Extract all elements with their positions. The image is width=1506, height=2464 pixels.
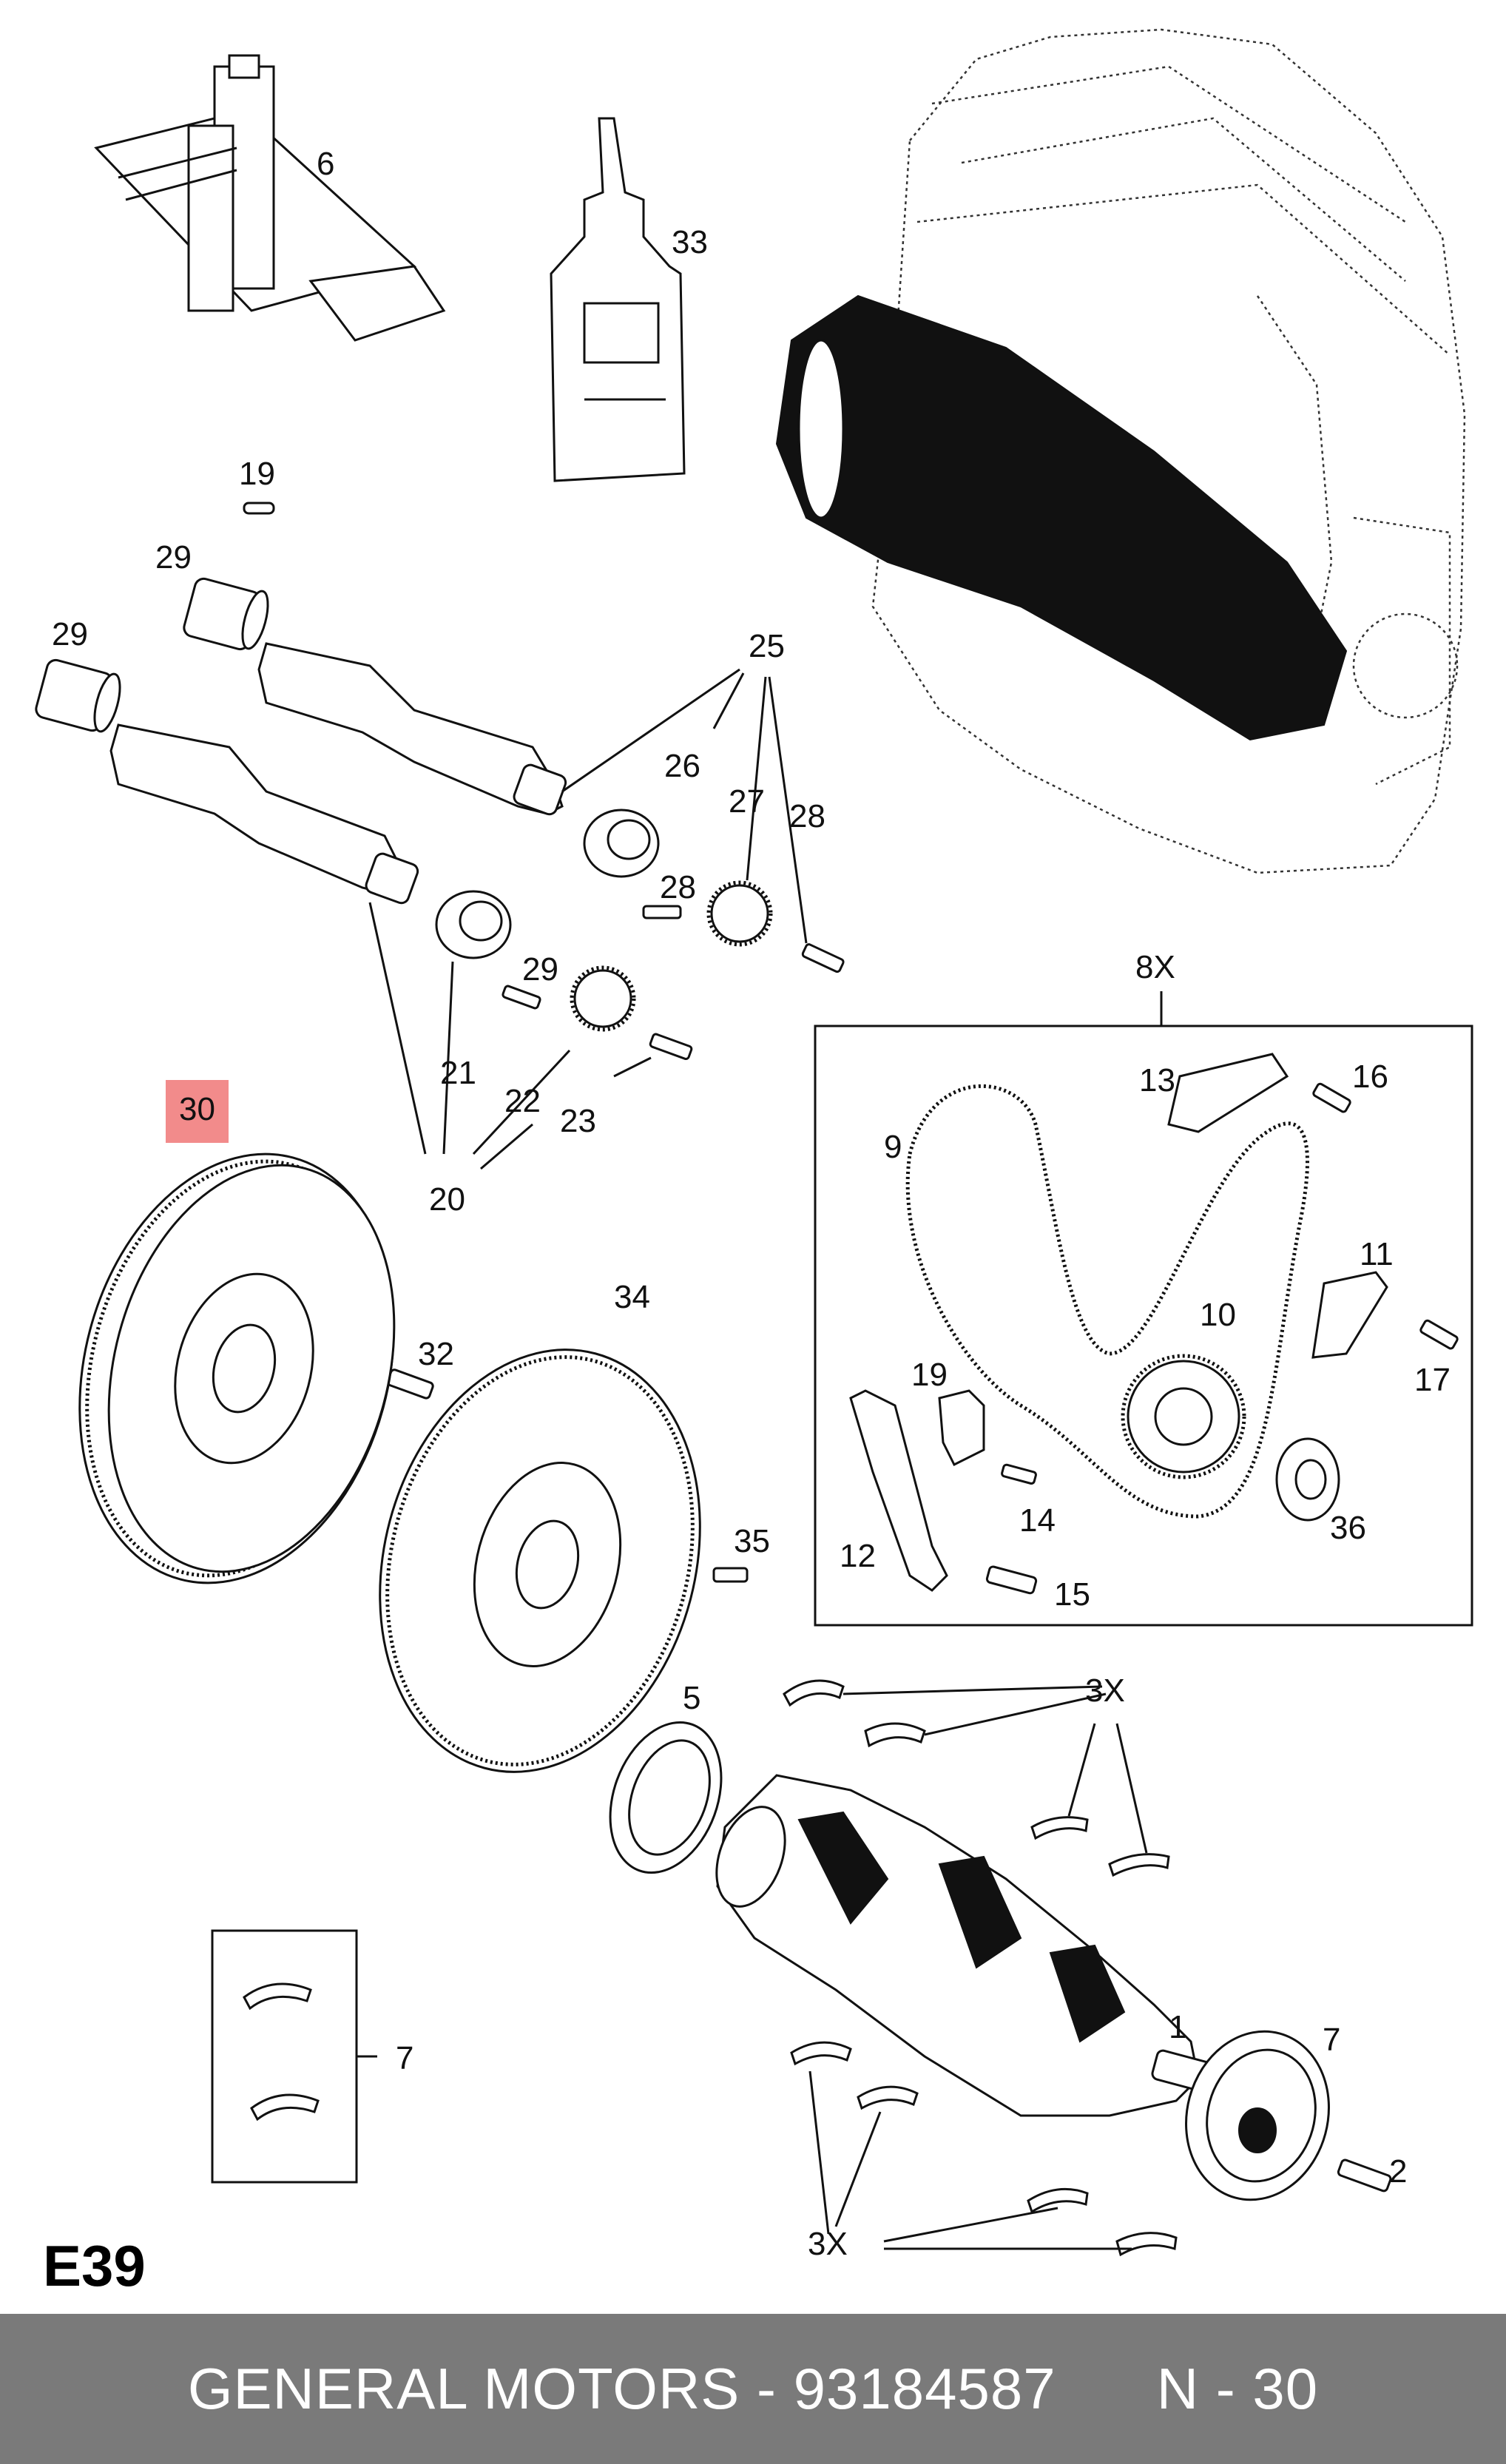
callout-3x: 3X	[808, 2226, 848, 2262]
callout-18: 19	[911, 1357, 948, 1393]
callout-33: 33	[672, 224, 708, 260]
callout-24: 25	[749, 628, 785, 664]
callout-34: 34	[614, 1279, 650, 1315]
callout-20: 20	[429, 1181, 465, 1218]
shaft-bearing-illustration	[435, 809, 660, 959]
footer-text: GENERAL MOTORS - 93184587 N - 30	[187, 2356, 1319, 2421]
callout-12: 13	[1139, 1062, 1175, 1098]
callout-30: 30	[179, 1091, 215, 1127]
bolt-illustration	[386, 905, 1459, 2193]
callout-labels: 6 33 19 29 29 25 26 27 28 28 29 21 22 23…	[43, 146, 1451, 2298]
timing-chain-kit-box	[814, 1025, 1473, 1627]
bushing-illustration	[35, 577, 269, 733]
callout-13: 12	[840, 1538, 876, 1574]
callout-9: 9	[884, 1129, 902, 1165]
callout-32: 32	[418, 1336, 454, 1372]
callout-28: 29	[522, 951, 558, 988]
callout-19: 19	[239, 456, 275, 492]
callout-14: 14	[1019, 1502, 1056, 1539]
crank-pulley-illustration	[1185, 2030, 1330, 2201]
balance-shaft-illustration	[109, 642, 567, 905]
callout-35: 35	[734, 1523, 770, 1559]
footer-banner: GENERAL MOTORS - 93184587 N - 30	[0, 2314, 1506, 2464]
engine-block-illustration	[775, 28, 1466, 874]
callout-22: 22	[504, 1083, 541, 1119]
callout-11: 11	[1360, 1236, 1394, 1272]
callout-7: 7	[1323, 2022, 1340, 2058]
highlighted-callout-box	[166, 1080, 229, 1143]
callout-21: 21	[440, 1055, 476, 1091]
bearing-shell-illustration	[211, 1679, 1178, 2257]
callout-5: 6	[317, 146, 334, 182]
callout-3x: 3X	[1085, 1673, 1125, 1709]
page-code: E39	[43, 2233, 146, 2298]
callout-6: 7	[396, 2040, 413, 2076]
callout-36: 36	[1330, 1510, 1366, 1546]
flexplate-illustration	[379, 1349, 701, 1773]
callout-8x: 8X	[1135, 949, 1175, 985]
callout-28: 28	[660, 869, 696, 905]
leader-lines	[357, 668, 1163, 2250]
sealant-kit-illustration	[94, 54, 446, 342]
pin-illustration	[243, 502, 275, 515]
callout-16: 16	[1352, 1059, 1388, 1095]
callout-25: 26	[664, 748, 700, 784]
callout-15: 15	[1054, 1576, 1090, 1613]
callout-29: 29	[52, 616, 88, 652]
crankshaft-illustration	[715, 1774, 1216, 2117]
callout-29: 29	[155, 539, 192, 576]
callout-23: 23	[560, 1103, 596, 1139]
flywheel-illustration	[78, 1152, 396, 1584]
callout-1: 1	[1169, 2009, 1186, 2045]
exploded-parts-diagram: 6 33 19 29 29 25 26 27 28 28 29 21 22 23…	[35, 28, 1473, 2298]
callout-4: 5	[683, 1680, 700, 1716]
rear-seal-illustration	[609, 1721, 723, 1874]
sprocket-illustration	[570, 880, 773, 1032]
callout-10: 10	[1200, 1297, 1236, 1333]
callout-2: 2	[1389, 2153, 1407, 2190]
adhesive-bottle-illustration	[550, 117, 686, 482]
callout-27: 28	[789, 798, 825, 834]
callout-17: 17	[1414, 1362, 1451, 1398]
callout-26: 27	[729, 783, 765, 820]
